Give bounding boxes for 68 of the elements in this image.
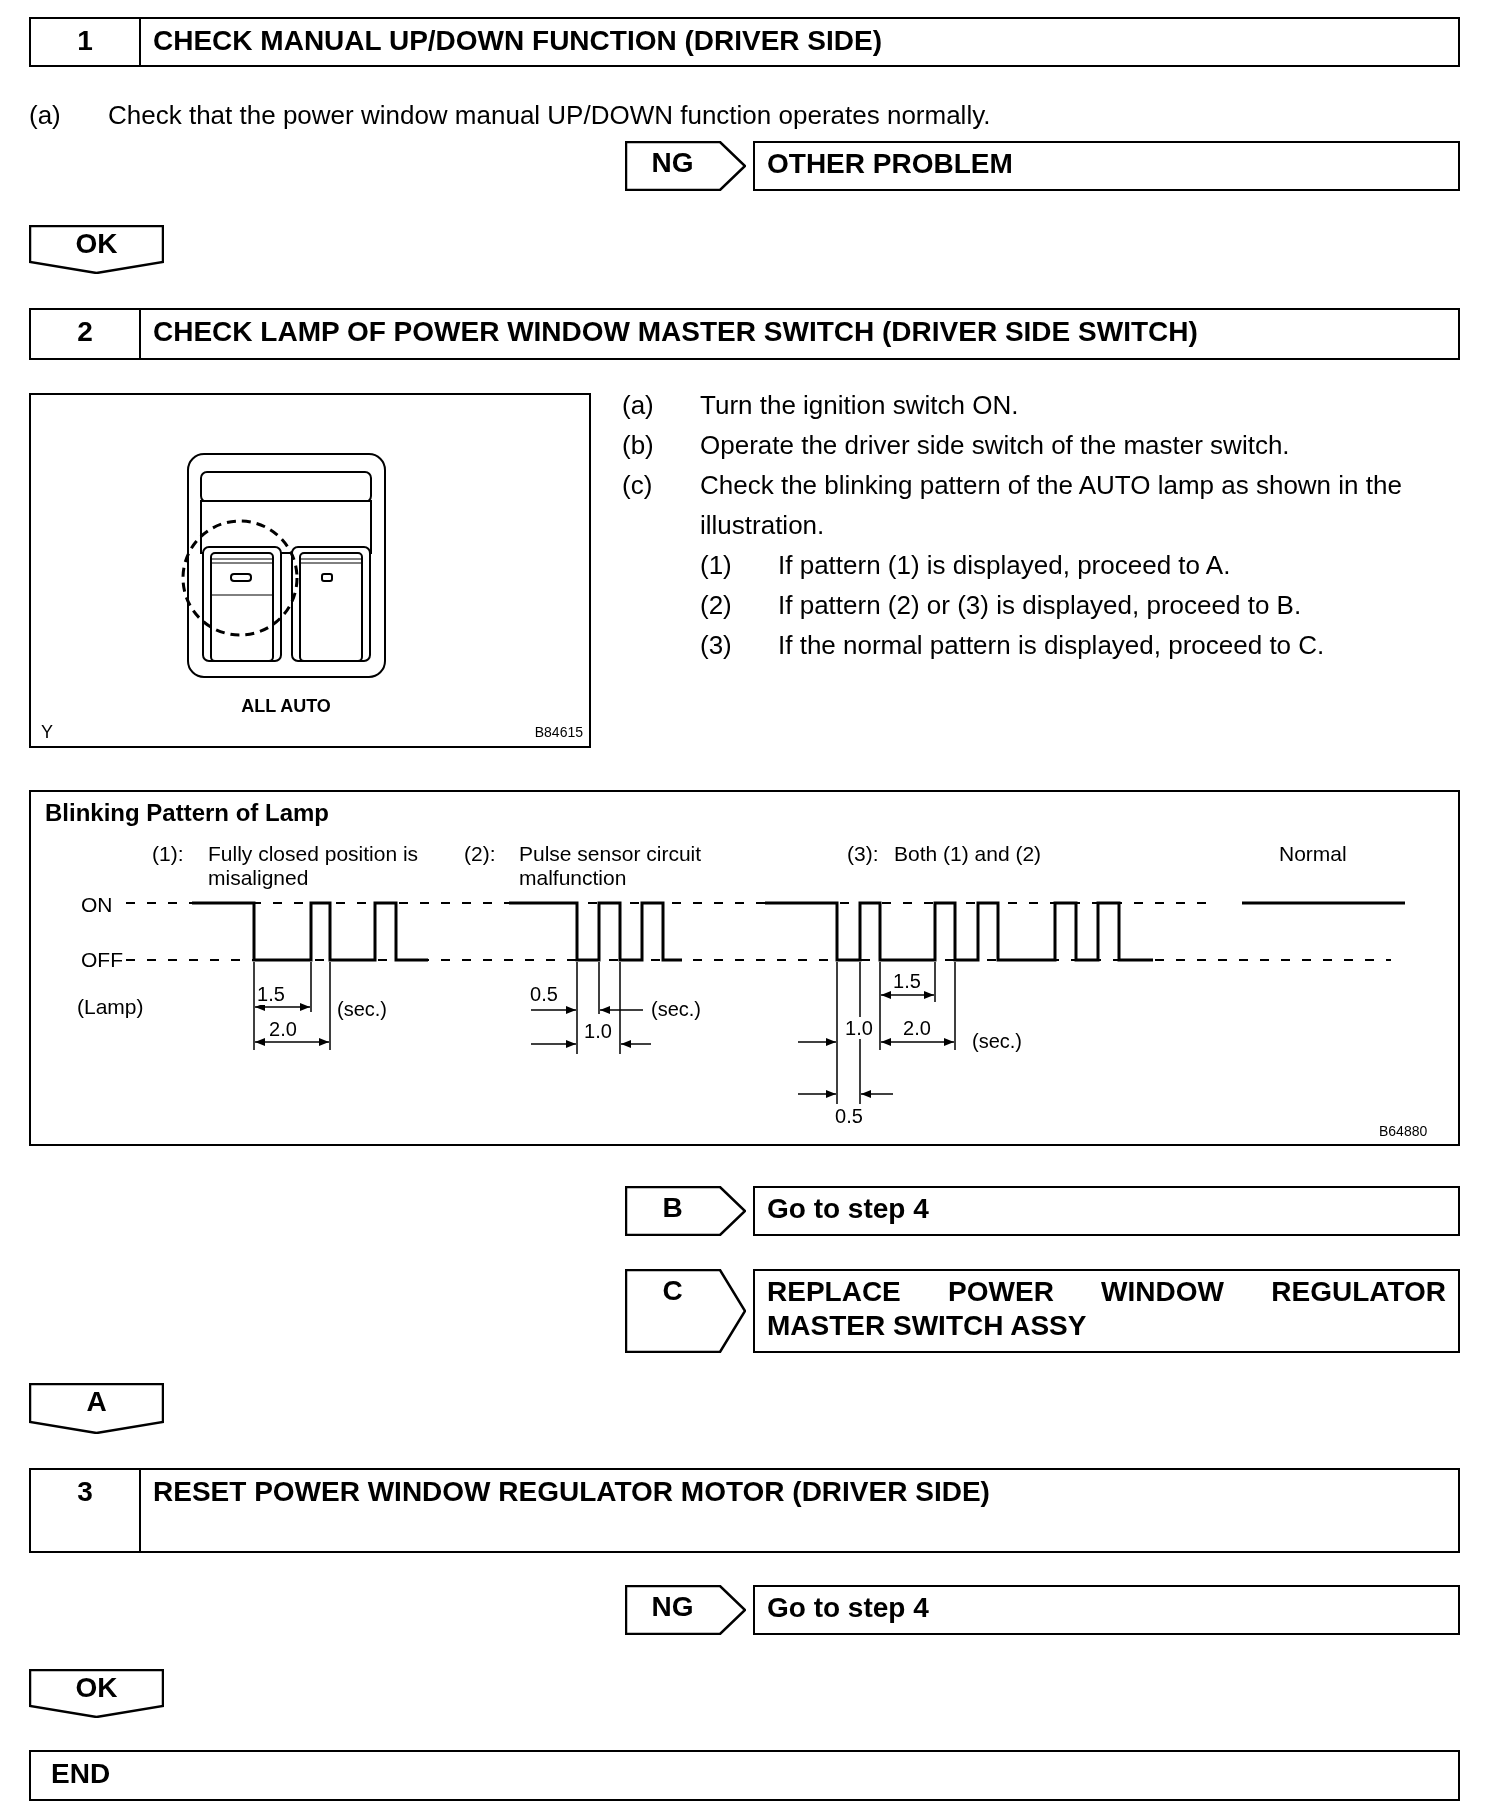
pattern-description: Fully closed position is misaligned [208,842,420,890]
instruction-text: If pattern (2) or (3) is displayed, proceed to B. [778,589,1303,622]
pattern-number: (2): [464,842,496,866]
result-text: OTHER PROBLEM [766,147,1014,181]
step-header [29,17,1460,67]
unit-label: (sec.) [337,998,387,1020]
dimension-value: 1.0 [845,1017,873,1039]
tab-label: NG [651,146,694,180]
tab-label: A [86,1385,107,1419]
step-marker: (a) [622,389,654,422]
result-text: REPLACE POWER WINDOW REGULATOR MASTER SWITCH ASSY [766,1275,1447,1343]
instruction-text: If pattern (1) is displayed, proceed to A. [778,549,1232,582]
axis-label: (Lamp) [77,995,144,1019]
step-title: RESET POWER WINDOW REGULATOR MOTOR (DRIVER SIDE) [152,1475,990,1509]
step-header [29,1468,1460,1553]
step-marker: (c) [622,469,653,502]
axis-label: OFF [81,948,123,972]
instruction-text: Operate the driver side switch of the master switch. [700,429,1291,462]
step-header [29,1750,1460,1801]
pattern-number: (3): [847,842,879,866]
tab-label: NG [651,1590,694,1624]
result-box [753,1269,1460,1353]
branch-tab [625,1269,746,1353]
step-number: 2 [31,310,141,358]
step-marker: (3) [700,629,732,662]
unit-label: (sec.) [972,1030,1022,1052]
step-title: CHECK MANUAL UP/DOWN FUNCTION (DRIVER SIDE) [152,24,883,58]
result-tab [29,1669,164,1718]
axis-label: ON [81,893,113,917]
branch-tab [625,1585,746,1635]
step-marker: (2) [700,589,732,622]
tab-label: B [662,1191,683,1225]
step-header [29,308,1460,360]
pattern-number: (1): [152,842,184,866]
step-number: 1 [31,19,141,65]
unit-label: (sec.) [651,998,701,1020]
instruction-text: Turn the ignition switch ON. [700,389,1020,422]
branch-tab [625,1186,746,1236]
instruction-text: Check that the power window manual UP/DOWN function operates normally. [108,99,991,132]
pattern-description: Both (1) and (2) [894,842,1042,866]
step-marker: (1) [700,549,732,582]
instruction-text: If the normal pattern is displayed, proceed to C. [778,629,1326,662]
figure-code: B84615 [534,723,583,741]
tab-label: OK [75,227,118,261]
step-title: END [50,1757,111,1791]
pattern-description: Pulse sensor circuit malfunction [519,842,703,890]
result-text: Go to step 4 [766,1192,930,1226]
pattern-panel [29,790,1460,1146]
step-number: 3 [31,1470,141,1551]
switch-label: ALL AUTO [241,694,331,718]
step-title: CHECK LAMP OF POWER WINDOW MASTER SWITCH (DRIVER SIDE SWITCH) [152,315,1198,349]
panel-title: Blinking Pattern of Lamp [45,798,329,828]
figure-code: B64880 [1379,1122,1428,1140]
instruction-text: Check the blinking pattern of the AUTO lamp as shown in the illustration. [700,469,1403,542]
result-box [753,1585,1460,1635]
result-text: Go to step 4 [766,1591,930,1625]
result-tab [29,225,164,274]
illustration-frame [29,393,591,748]
tab-label: OK [75,1671,118,1705]
result-box [753,141,1460,191]
step-marker: (a) [29,99,61,132]
result-box [753,1186,1460,1236]
pattern-description: Normal [1279,842,1347,866]
tab-label: C [662,1274,683,1308]
branch-tab [625,141,746,191]
result-tab [29,1383,164,1434]
view-code: Y [41,721,53,743]
step-marker: (b) [622,429,654,462]
